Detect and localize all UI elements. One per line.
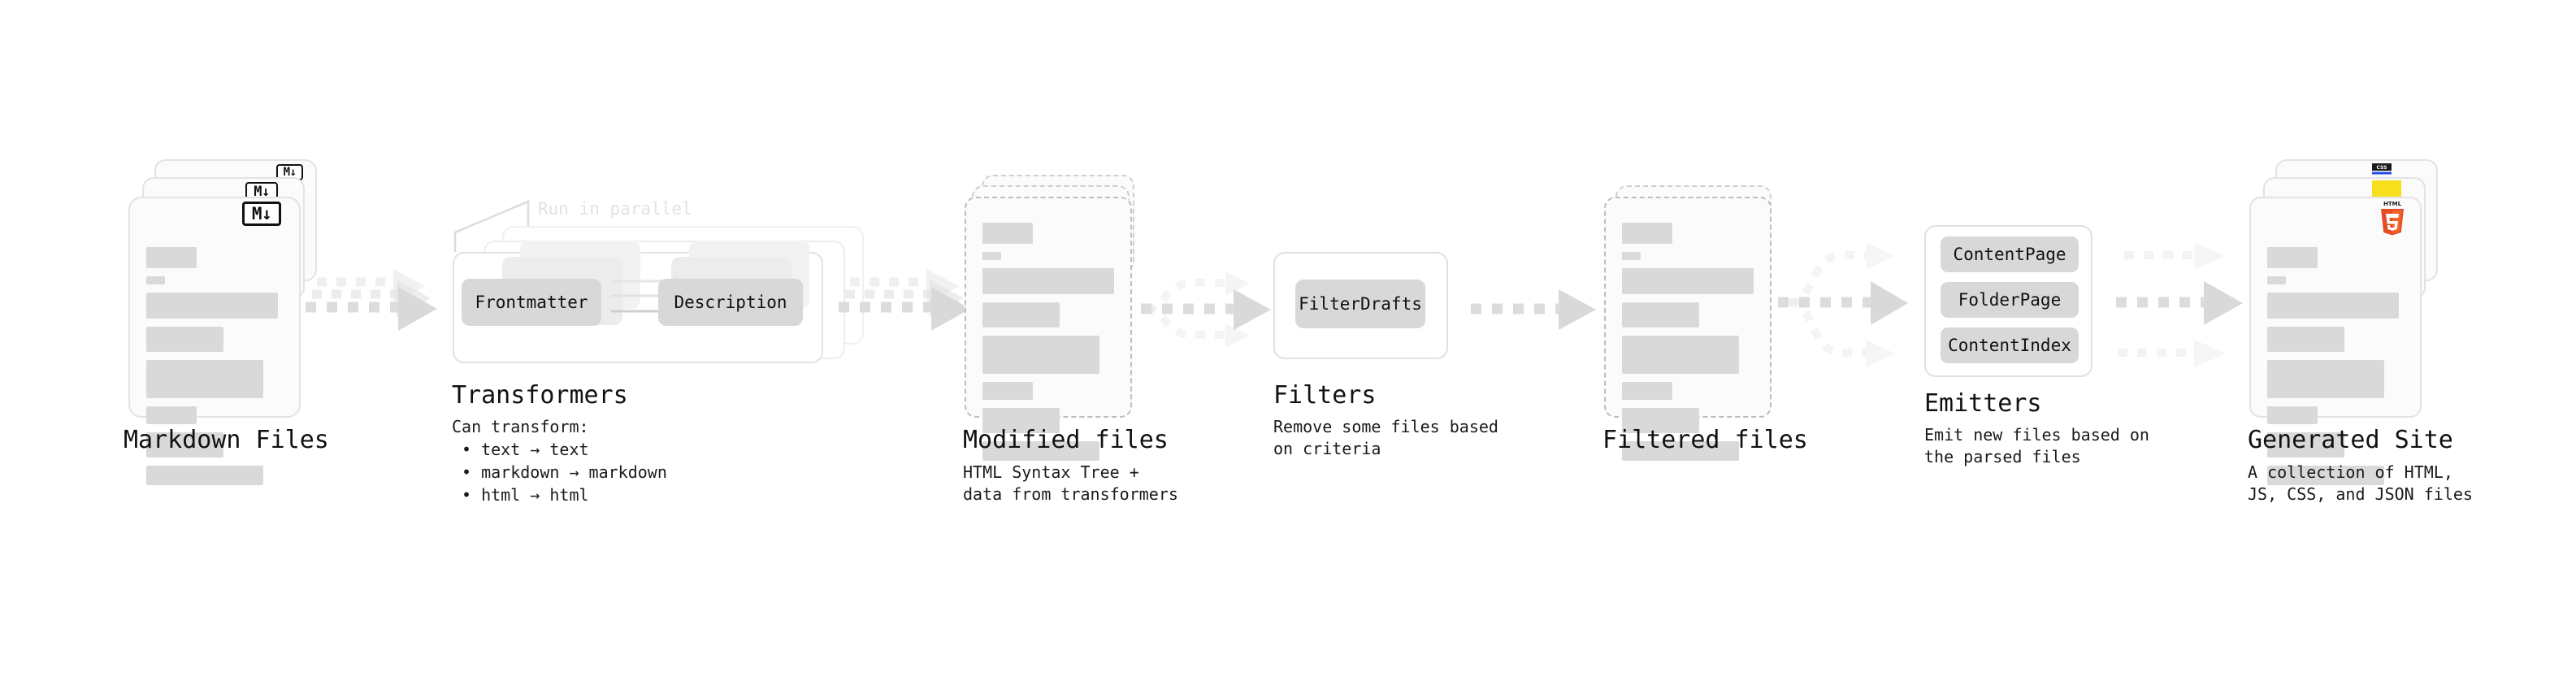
content-bar <box>982 268 1114 294</box>
stage-caption-modified-files: HTML Syntax Tree + data from transformer… <box>963 462 1178 504</box>
emitter-chip-contentindex[interactable]: ContentIndex <box>1941 327 2079 363</box>
emitter-chip-folderpage[interactable]: FolderPage <box>1941 282 2079 318</box>
arrow-transformers-to-modified <box>839 269 970 331</box>
content-bar <box>146 247 197 268</box>
arrow-filters-to-filtered <box>1471 289 1596 330</box>
content-bar <box>146 293 278 319</box>
generated-site-card-front <box>2249 197 2422 485</box>
stage-title-markdown-files: Markdown Files <box>124 426 329 454</box>
content-bar <box>982 223 1033 244</box>
markdown-badge-text-back: M↓ <box>283 166 297 179</box>
content-bar <box>982 441 1099 461</box>
modified-file-content <box>982 223 1114 461</box>
transformers-bullet-2: • html → html <box>462 485 589 505</box>
content-bar <box>982 336 1099 374</box>
transformers-bullet-0: • text → text <box>462 440 589 459</box>
markdown-file-card-front <box>128 197 301 485</box>
content-bar <box>2267 327 2344 352</box>
arrow-markdown-to-transformers <box>306 269 437 331</box>
transformer-chip-frontmatter[interactable]: Frontmatter <box>462 279 601 326</box>
content-bar <box>2267 466 2384 485</box>
content-bar <box>2267 360 2384 398</box>
emitter-chip-contentpage[interactable]: ContentPage <box>1941 236 2079 272</box>
content-bar <box>2267 276 2286 284</box>
css-icon: CSS <box>2372 163 2392 175</box>
content-bar <box>146 466 263 485</box>
run-in-parallel-label: Run in parallel <box>538 199 692 219</box>
arrow-emitters-to-generated-site <box>2116 242 2243 367</box>
stage-title-transformers: Transformers <box>452 381 628 410</box>
filtered-file-card-front <box>1604 197 1772 461</box>
content-bar <box>982 382 1033 400</box>
markdown-badge-text-mid: M↓ <box>254 184 270 200</box>
stage-caption-filters: Remove some files based on criteria <box>1273 417 1498 458</box>
arrow-filtered-to-emitters <box>1778 242 1908 367</box>
filter-chip-filterdrafts[interactable]: FilterDrafts <box>1295 280 1425 328</box>
stage-title-filters: Filters <box>1273 381 1377 410</box>
markdown-badge-text-front: M↓ <box>251 203 272 223</box>
markdown-icon-back: M↓ <box>276 164 303 180</box>
content-bar <box>1622 302 1699 327</box>
stage-title-generated-site: Generated Site <box>2248 426 2453 454</box>
stage-title-filtered-files: Filtered files <box>1602 426 1808 454</box>
transformer-chip-frontmatter-label: Frontmatter <box>475 293 588 312</box>
stage-title-emitters: Emitters <box>1924 389 2042 418</box>
transformers-bullet-1: • markdown → markdown <box>462 462 667 482</box>
stage-caption-transformers: Can transform: <box>452 417 589 436</box>
markdown-file-content <box>146 247 283 485</box>
markdown-icon-front: M↓ <box>242 202 281 226</box>
js-icon <box>2372 180 2401 198</box>
svg-text:HTML: HTML <box>2383 201 2402 207</box>
content-bar <box>146 327 223 352</box>
content-bar <box>1622 336 1739 374</box>
content-bar <box>1622 441 1739 461</box>
stage-caption-emitters: Emit new files based on the parsed files <box>1924 425 2149 466</box>
content-bar <box>1622 408 1699 433</box>
content-bar <box>146 360 263 398</box>
content-bar <box>146 276 165 284</box>
content-bar <box>1622 268 1754 294</box>
arrow-modified-to-filters <box>1141 271 1271 348</box>
stage-caption-generated-site: A collection of HTML, JS, CSS, and JSON … <box>2248 462 2473 504</box>
content-bar <box>2267 293 2399 319</box>
stage-title-modified-files: Modified files <box>963 426 1169 454</box>
content-bar <box>146 406 197 424</box>
emitter-chip-folderpage-label: FolderPage <box>1958 290 2062 310</box>
transformer-chip-description-label: Description <box>674 293 787 312</box>
content-bar <box>982 302 1060 327</box>
svg-text:CSS: CSS <box>2377 165 2387 171</box>
emitter-chip-contentindex-label: ContentIndex <box>1948 336 2071 355</box>
filtered-file-content <box>1622 223 1754 461</box>
content-bar <box>982 252 1001 260</box>
content-bar <box>1622 223 1672 244</box>
content-bar <box>146 432 223 458</box>
html5-icon: HTML <box>2381 201 2404 236</box>
transformer-chip-description[interactable]: Description <box>658 279 803 326</box>
filter-chip-filterdrafts-label: FilterDrafts <box>1299 294 1422 314</box>
run-in-parallel-bracket <box>453 200 530 252</box>
content-bar <box>2267 406 2318 424</box>
emitter-chip-contentpage-label: ContentPage <box>1953 245 2066 264</box>
content-bar <box>1622 252 1641 260</box>
content-bar <box>1622 382 1672 400</box>
content-bar <box>2267 247 2318 268</box>
generated-site-content <box>2267 247 2404 485</box>
content-bar <box>2267 432 2344 458</box>
modified-file-card-front <box>965 197 1132 461</box>
content-bar <box>982 408 1060 433</box>
